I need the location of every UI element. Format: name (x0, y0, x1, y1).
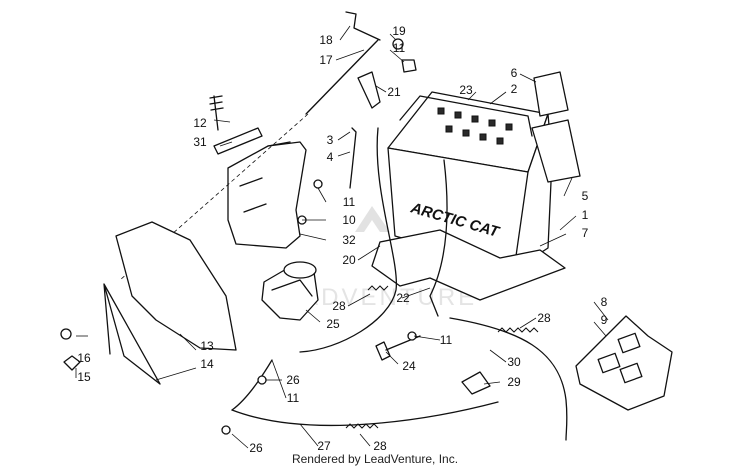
callout-label: 24 (402, 359, 416, 373)
callout-label: 30 (507, 355, 521, 369)
callout-label: 11 (343, 195, 356, 209)
callout-label: 8 (601, 295, 608, 309)
callout-label: 28 (537, 311, 551, 325)
solenoid (261, 261, 319, 321)
callout-label: 27 (317, 439, 331, 453)
fuse-holder (575, 315, 673, 411)
callout-label: 20 (342, 253, 356, 267)
cable-26-lead (231, 359, 273, 411)
washer-16 (60, 328, 72, 340)
wing-nut-15 (63, 355, 81, 371)
callout-label: 12 (193, 116, 207, 130)
terminal-boot-21 (357, 71, 381, 109)
nut-11-mid (313, 179, 323, 189)
callout-label: 25 (326, 317, 340, 331)
callout-label: 31 (193, 135, 207, 149)
callout-label: 18 (319, 33, 333, 47)
nut-19 (392, 38, 404, 50)
hold-down-plate (115, 221, 237, 351)
callout-label: 19 (392, 24, 406, 38)
nut-26-upper (257, 375, 267, 385)
callout-label: 26 (286, 373, 300, 387)
callout-label: 14 (200, 357, 214, 371)
callout-label: 28 (332, 299, 346, 313)
callout-label: 23 (459, 83, 473, 97)
callout-label: 4 (327, 150, 334, 164)
callout-label: 3 (327, 133, 334, 147)
callout-labels: 18 17 19 11 21 23 2 6 5 1 7 3 4 12 31 11… (77, 24, 607, 455)
terminal-boot-29 (461, 371, 491, 395)
nut-11-top (401, 59, 417, 73)
callout-label: 1 (582, 208, 589, 222)
callout-label: 32 (342, 233, 356, 247)
callout-label: 21 (387, 85, 401, 99)
callout-label: 11 (440, 333, 453, 347)
spring-upper (367, 285, 389, 291)
render-credit: Rendered by LeadVenture, Inc. (291, 452, 459, 466)
bracket-plate (213, 127, 263, 155)
callout-label: 11 (287, 391, 300, 405)
callout-label: 9 (601, 313, 608, 327)
callout-label: 6 (511, 66, 518, 80)
cable-27 (231, 401, 499, 427)
bolt-18 (345, 11, 381, 41)
callout-label: 11 (393, 41, 406, 55)
callout-label: 29 (507, 375, 521, 389)
pad-6 (533, 71, 569, 117)
callout-label: 10 (342, 213, 356, 227)
callout-label: 13 (200, 339, 214, 353)
bolt-12 (209, 95, 224, 131)
battery: ARCTIC CAT (387, 91, 553, 271)
leader-lines (75, 25, 609, 449)
callout-label: 22 (396, 291, 410, 305)
pad-5 (531, 119, 581, 183)
callout-label: 17 (319, 53, 333, 67)
hold-down-strap (103, 283, 161, 385)
callout-label: 16 (77, 351, 91, 365)
callout-label: 5 (582, 189, 589, 203)
cable-3-4 (349, 127, 357, 189)
callout-label: 2 (511, 82, 518, 96)
spring-right (497, 327, 539, 333)
spring-lower (345, 423, 379, 429)
battery-bracket (227, 141, 307, 249)
cable-30 (449, 317, 568, 441)
callout-label: 7 (582, 226, 589, 240)
cable-22 (429, 159, 448, 317)
nut-26-lower (221, 425, 231, 435)
rod-17 (305, 39, 379, 115)
cable-20 (299, 127, 398, 353)
callout-label: 15 (77, 370, 91, 384)
callout-label: 26 (249, 441, 263, 455)
battery-pad (371, 229, 566, 301)
callout-label: 28 (373, 439, 387, 453)
